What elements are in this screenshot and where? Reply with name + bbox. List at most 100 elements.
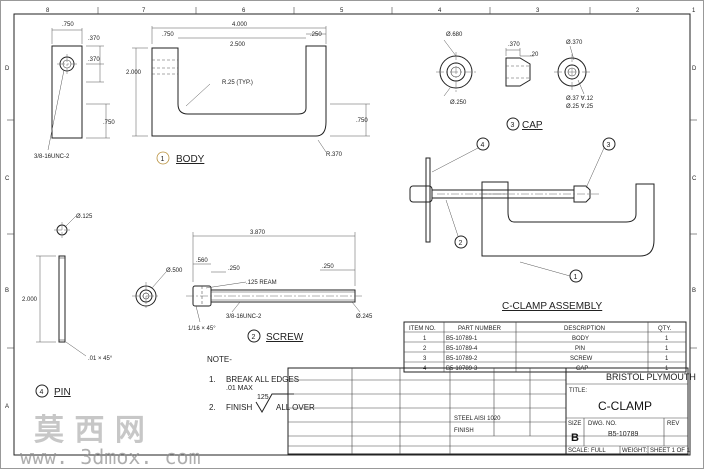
zone-row-c-right: C bbox=[692, 176, 697, 182]
screw-label-num: 2 bbox=[252, 334, 256, 341]
bom-cell: 2 bbox=[423, 346, 427, 352]
bom-cell: B5-10789-2 bbox=[446, 356, 478, 362]
zone-col-3: 3 bbox=[536, 8, 540, 14]
title-label: TITLE: bbox=[569, 388, 587, 394]
pin-label-num: 4 bbox=[40, 389, 44, 396]
dim-250: .250 bbox=[310, 32, 322, 38]
cap-dia-25: Ø.25 ∀.25 bbox=[566, 103, 594, 110]
cap-label-balloon bbox=[506, 117, 520, 131]
pin-chamfer: .01 × 45° bbox=[88, 356, 113, 362]
finish-text: FINISH bbox=[454, 428, 474, 434]
title-block bbox=[287, 367, 689, 455]
watermark-cn: 莫 西 网 bbox=[34, 413, 145, 448]
pin-dia-125: Ø.125 bbox=[76, 214, 93, 220]
bom-header-item: ITEM NO. bbox=[409, 326, 436, 332]
screw-dia-245: Ø.245 bbox=[356, 314, 373, 320]
dwg-no-label: DWG. NO. bbox=[588, 421, 617, 427]
bom-header-qty: QTY. bbox=[658, 326, 672, 332]
pin-dim-2000: 2.000 bbox=[22, 297, 38, 303]
screw-side-view bbox=[186, 232, 362, 323]
bom-header-desc: DESCRIPTION bbox=[564, 326, 605, 332]
zone-row-b-right: B bbox=[692, 288, 696, 294]
cap-side-view bbox=[505, 48, 534, 87]
screw-dim-250-b: .250 bbox=[322, 264, 334, 270]
bom-row-3: 3 B5-10789-2 SCREW 1 bbox=[423, 356, 669, 362]
radius-typ: R.25 (TYP.) bbox=[222, 80, 253, 86]
body-side-view bbox=[47, 28, 110, 151]
drawing-title: C-CLAMP bbox=[598, 399, 652, 413]
dim-370-a: .370 bbox=[88, 36, 100, 42]
bom-cell: 4 bbox=[423, 366, 427, 372]
assembly-view bbox=[409, 157, 655, 257]
balloon-1-text: 1 bbox=[574, 274, 578, 281]
assembly-title: C-CLAMP ASSEMBLY bbox=[502, 301, 603, 312]
screw-dim-3870: 3.870 bbox=[250, 230, 266, 236]
zone-col-1: 1 bbox=[692, 8, 696, 14]
bom-header-part: PART NUMBER bbox=[458, 326, 502, 332]
zone-row-c: C bbox=[5, 176, 10, 182]
bom-row-4: 4 B5-10789-3 CAP 1 bbox=[423, 366, 669, 372]
scale-text: SCALE: FULL bbox=[568, 448, 606, 454]
dwg-no: B5-10789 bbox=[608, 431, 638, 438]
zone-col-7: 7 bbox=[142, 8, 146, 14]
pin-side-view bbox=[36, 255, 87, 357]
dim-370-b: .370 bbox=[88, 57, 100, 63]
dim-4000: 4.000 bbox=[232, 22, 248, 28]
cap-dia-370: Ø.370 bbox=[566, 40, 583, 46]
cap-front-view bbox=[436, 39, 476, 97]
note-1-num: 1. bbox=[209, 375, 216, 384]
zone-col-4: 4 bbox=[438, 8, 442, 14]
watermark-url: www. 3dmox. com bbox=[20, 445, 201, 469]
bom-cell: BODY bbox=[572, 336, 589, 342]
cap-label: CAP bbox=[522, 120, 543, 131]
note-2-text: FINISH bbox=[226, 403, 252, 412]
note-1-sub: .01 MAX bbox=[226, 385, 253, 392]
pin-label-balloon bbox=[35, 384, 49, 398]
sheet-count: SHEET 1 OF 1 bbox=[650, 448, 691, 454]
zone-row-b: B bbox=[5, 288, 9, 294]
bom-row-1: 1 B5-10789-1 BODY 1 bbox=[423, 336, 669, 342]
zone-col-8: 8 bbox=[46, 8, 50, 14]
radius-370: R.370 bbox=[326, 152, 343, 158]
bom-cell: B5-10789-4 bbox=[446, 346, 478, 352]
screw-label: SCREW bbox=[266, 332, 304, 343]
bom-row-2: 2 B5-10789-4 PIN 1 bbox=[423, 346, 669, 352]
balloon-4-text: 4 bbox=[481, 142, 485, 149]
assembly-balloons bbox=[431, 137, 616, 283]
body-label-num: 1 bbox=[161, 156, 165, 163]
size-label: SIZE bbox=[568, 421, 581, 427]
zone-col-6: 6 bbox=[242, 8, 246, 14]
zone-col-2: 2 bbox=[636, 8, 640, 14]
note-2-value: 125 bbox=[257, 394, 269, 401]
balloon-4 bbox=[476, 137, 490, 151]
body-label: BODY bbox=[176, 154, 205, 165]
dim-750-side: .750 bbox=[103, 120, 115, 126]
balloon-3-text: 3 bbox=[607, 142, 611, 149]
sheet-size: B bbox=[571, 432, 579, 444]
weight-text: WEIGHT: bbox=[622, 448, 647, 454]
balloon-3 bbox=[602, 137, 616, 151]
notes-heading: NOTE- bbox=[207, 355, 232, 364]
zone-col-5: 5 bbox=[340, 8, 344, 14]
zone-row-d-right: D bbox=[692, 66, 697, 72]
screw-label-balloon bbox=[247, 329, 261, 343]
bom-cell: B5-10789-3 bbox=[446, 366, 478, 372]
cap-dia-680: Ø.680 bbox=[446, 32, 463, 38]
note-1-text: BREAK ALL EDGES bbox=[226, 375, 299, 384]
bom-cell: 1 bbox=[423, 336, 427, 342]
dim-2500: 2.500 bbox=[230, 42, 246, 48]
zone-ticks bbox=[7, 7, 697, 349]
bom-cell: 1 bbox=[665, 366, 669, 372]
dim-750-c: .750 bbox=[162, 32, 174, 38]
screw-dim-250-a: .250 bbox=[228, 266, 240, 272]
body-front-view bbox=[132, 26, 370, 153]
screw-ream: .125 REAM bbox=[246, 280, 277, 286]
note-2-tail: ALL OVER bbox=[276, 403, 315, 412]
cap-dia-37: Ø.37 ∀.12 bbox=[566, 95, 594, 102]
bom-cell: 1 bbox=[665, 346, 669, 352]
zone-row-a: A bbox=[5, 404, 9, 410]
dim-750-top: .750 bbox=[62, 22, 74, 28]
inner-border bbox=[13, 13, 691, 456]
screw-end-view bbox=[132, 271, 167, 310]
bom-cell: 1 bbox=[665, 336, 669, 342]
